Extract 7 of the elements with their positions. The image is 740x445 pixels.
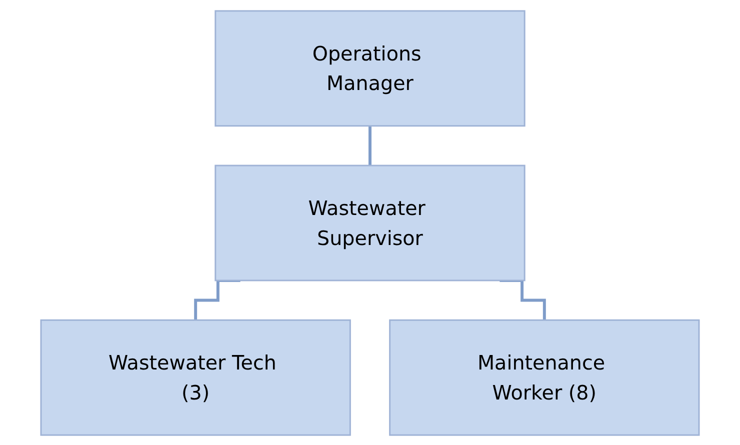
node-box: Maintenance Worker (8) (389, 318, 700, 436)
node-box: Wastewater Tech (3) (40, 318, 351, 436)
node-box: Wastewater Supervisor (214, 164, 526, 281)
connector (500, 278, 546, 322)
connector (368, 124, 372, 167)
connector (194, 278, 240, 322)
node-box: Operations Manager (214, 10, 526, 126)
